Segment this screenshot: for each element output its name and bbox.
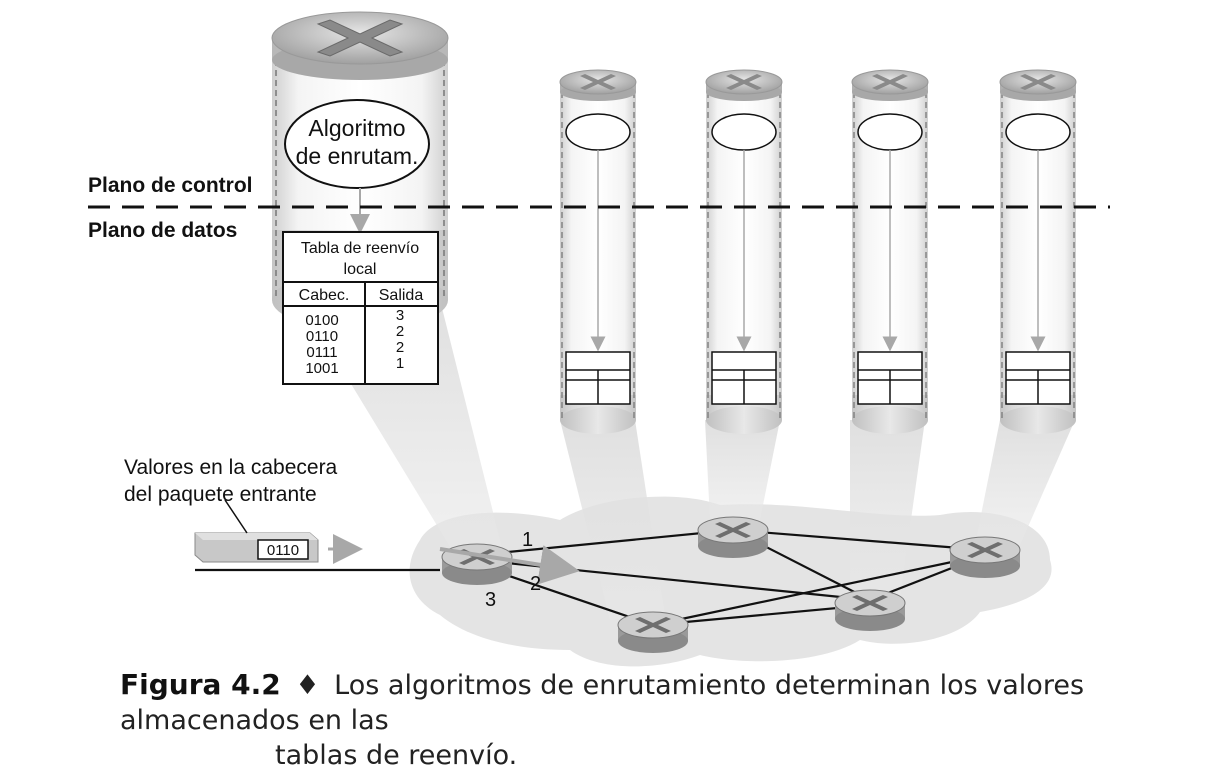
table-row-header: 0110 xyxy=(306,328,338,345)
table-title-line1: Tabla de reenvío xyxy=(301,240,419,257)
algorithm-label-line2: de enrutam. xyxy=(296,143,419,169)
network-router-3 xyxy=(617,611,689,653)
network-router-5 xyxy=(949,536,1021,578)
forwarding-table-mini xyxy=(711,351,777,405)
caption-bullet: ♦ xyxy=(295,670,320,701)
packet-header-label-line1: Valores en la cabecera xyxy=(124,456,338,479)
routing-algorithm-bubble xyxy=(284,99,430,189)
table-row-output: 3 xyxy=(396,307,404,324)
forwarding-table: Tabla de reenvío local Cabec. Salida 010… xyxy=(282,231,439,385)
algorithm-label-line1: Algoritmo xyxy=(308,115,405,141)
forwarding-table-mini xyxy=(1005,351,1071,405)
router-cylinder-3 xyxy=(705,69,783,434)
table-row-header: 1001 xyxy=(305,360,338,377)
algorithm-bubble xyxy=(1005,113,1071,151)
router-x-icon xyxy=(635,617,671,633)
router-cylinder-5 xyxy=(999,69,1077,434)
table-title-line2: local xyxy=(344,261,377,278)
figure-caption: Figura 4.2 ♦ Los algoritmos de enrutamie… xyxy=(120,667,1180,773)
packet-header-box xyxy=(257,539,309,560)
beam-5 xyxy=(975,420,1075,545)
router-x-icon xyxy=(852,595,888,611)
caption-text-line1: Los algoritmos de enrutamiento determina… xyxy=(120,670,1085,736)
table-row-header: 0100 xyxy=(305,312,338,329)
router-cylinder-2 xyxy=(559,69,637,434)
packet-header-label-line2: del paquete entrante xyxy=(124,483,317,506)
router-x-icon xyxy=(316,19,404,57)
forwarding-table-mini xyxy=(857,351,923,405)
packet-header-value: 0110 xyxy=(267,542,299,559)
router-x-icon xyxy=(580,74,616,90)
router-cylinder-4 xyxy=(851,69,929,434)
algorithm-bubble xyxy=(711,113,777,151)
port-1-label: 1 xyxy=(522,529,533,551)
forwarding-table-mini xyxy=(565,351,631,405)
beam-3 xyxy=(705,420,780,520)
data-plane-label: Plano de datos xyxy=(88,219,237,242)
port-2-label: 2 xyxy=(530,573,541,595)
router-x-icon xyxy=(967,542,1003,558)
figure-label: Figura 4.2 xyxy=(120,668,281,701)
beam-4 xyxy=(850,420,925,598)
table-row-output: 2 xyxy=(396,339,404,356)
packet-header-callout xyxy=(224,499,248,534)
port-3-label: 3 xyxy=(485,589,496,611)
table-col-header: Cabec. xyxy=(299,287,350,304)
control-plane-label: Plano de control xyxy=(88,174,253,197)
caption-text-line2: tablas de reenvío. xyxy=(275,740,518,771)
beam-2 xyxy=(560,420,665,620)
router-x-icon xyxy=(872,74,908,90)
router-x-icon xyxy=(715,522,751,538)
forwarding-direction-arrow xyxy=(439,545,580,585)
table-row-output: 1 xyxy=(396,355,404,372)
table-col-output: Salida xyxy=(379,287,424,304)
network-router-4 xyxy=(834,589,906,631)
algorithm-bubble xyxy=(857,113,923,151)
router-x-icon xyxy=(726,74,762,90)
table-row-header: 0111 xyxy=(306,344,337,361)
incoming-packet: 0110 xyxy=(194,532,319,563)
router-x-icon xyxy=(1020,74,1056,90)
algorithm-bubble xyxy=(565,113,631,151)
network-router-2 xyxy=(697,516,769,558)
table-row-output: 2 xyxy=(396,323,404,340)
